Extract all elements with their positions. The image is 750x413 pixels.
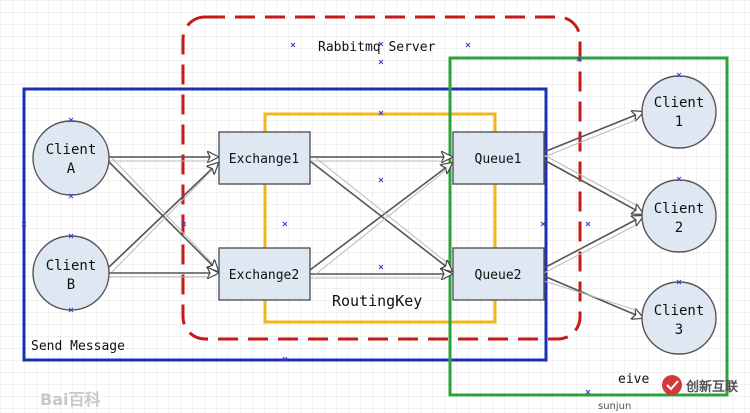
client-b-id: B <box>67 277 75 293</box>
arrow-queue1-client2 <box>543 159 643 214</box>
connection-markers <box>21 41 682 395</box>
queue2-box <box>452 247 545 301</box>
queue2-label: Queue2 <box>475 268 522 283</box>
client-a-label: Client <box>46 142 97 158</box>
brand-watermark: 创新互联 <box>662 375 738 395</box>
server-label: Rabbitmq Server <box>318 40 436 55</box>
arrow-exchange2-queue1 <box>309 163 452 271</box>
sender-arrows <box>107 157 218 273</box>
arrow-queue1-client1 <box>543 112 643 153</box>
arrow-clientb-exchange1 <box>107 163 218 269</box>
receive-label: eive <box>618 372 649 387</box>
routing-key-label: RoutingKey <box>332 292 422 310</box>
client-1-node: Client 1 <box>641 75 717 149</box>
client-2-label: Client <box>654 201 705 217</box>
client-1-label: Client <box>654 95 705 111</box>
queue2-node: Queue2 <box>452 247 545 301</box>
exchange2-node: Exchange2 <box>218 247 311 301</box>
exchange2-box <box>218 247 311 301</box>
exchange-arrows <box>309 157 452 274</box>
client-1-id: 1 <box>675 114 683 130</box>
exchange2-label: Exchange2 <box>229 268 299 283</box>
queue1-node: Queue1 <box>452 131 545 185</box>
brand-watermark-text: 创新互联 <box>685 379 738 395</box>
client-3-node: Client 3 <box>641 281 717 355</box>
author-watermark: sunjun <box>598 401 631 412</box>
client-3-id: 3 <box>675 322 683 338</box>
client-2-node: Client 2 <box>641 179 717 253</box>
client-a-node: Client A <box>32 120 110 196</box>
client-3-label: Client <box>654 303 705 319</box>
client-b-node: Client B <box>32 235 110 311</box>
send-message-label: Send Message <box>31 339 125 354</box>
exchange1-label: Exchange1 <box>229 152 299 167</box>
server-region <box>181 15 582 341</box>
client-1-circle <box>641 75 717 149</box>
queue1-label: Queue1 <box>475 152 522 167</box>
client-a-id: A <box>67 161 76 177</box>
queue1-box <box>452 131 545 185</box>
arrow-queue2-client2 <box>543 216 643 269</box>
receive-region <box>448 56 729 397</box>
brand-logo-icon <box>662 375 682 395</box>
exchange1-box <box>218 131 311 185</box>
client-2-id: 2 <box>675 220 683 236</box>
exchange1-node: Exchange1 <box>218 131 311 185</box>
baidu-watermark: Bai百科 <box>40 390 100 409</box>
client-a-circle <box>32 120 110 196</box>
client-2-circle <box>641 179 717 253</box>
client-b-label: Client <box>46 258 97 274</box>
